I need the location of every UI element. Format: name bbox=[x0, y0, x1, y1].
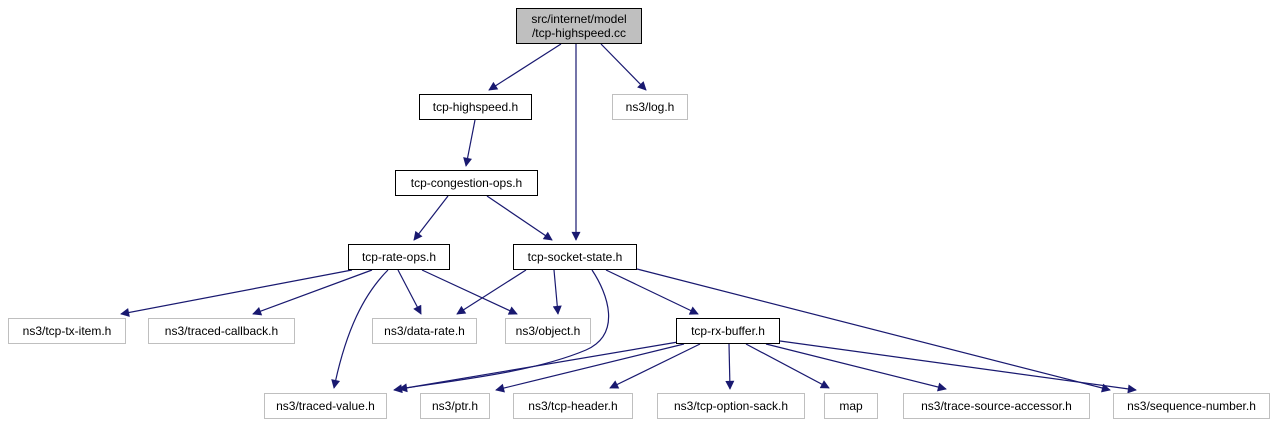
graph-node-map: map bbox=[824, 393, 878, 419]
edge-tcp-rx-buffer-h-to-ns3-tcp-option-sack-h bbox=[725, 343, 735, 390]
edge-tcp-rate-ops-h-to-ns3-data-rate-h bbox=[397, 269, 422, 315]
dependency-arrows bbox=[120, 43, 1137, 394]
graph-node-tcp-socket-state-h[interactable]: tcp-socket-state.h bbox=[513, 244, 637, 270]
edge-tcp-rate-ops-h-to-ns3-object-h bbox=[421, 269, 518, 315]
edge-tcp-rx-buffer-h-to-ns3-sequence-number-h bbox=[779, 340, 1137, 394]
graph-node-ns3-traced-callback-h: ns3/traced-callback.h bbox=[148, 318, 295, 344]
graph-node-tcp-rate-ops-h[interactable]: tcp-rate-ops.h bbox=[348, 244, 450, 270]
graph-node-ns3-ptr-h: ns3/ptr.h bbox=[420, 393, 490, 419]
graph-node-ns3-tcp-header-h: ns3/tcp-header.h bbox=[513, 393, 633, 419]
graph-node-src-tcp-highspeed-cc: src/internet/model /tcp-highspeed.cc bbox=[516, 8, 642, 44]
edge-tcp-rx-buffer-h-to-ns3-ptr-h bbox=[495, 343, 685, 393]
edge-tcp-socket-state-h-to-ns3-traced-value-h bbox=[398, 269, 610, 393]
edge-tcp-highspeed-h-to-tcp-congestion-ops-h bbox=[463, 119, 476, 167]
edge-tcp-socket-state-h-to-ns3-object-h bbox=[552, 269, 562, 315]
graph-node-ns3-trace-source-accessor-h: ns3/trace-source-accessor.h bbox=[903, 393, 1090, 419]
graph-node-ns3-log-h: ns3/log.h bbox=[612, 94, 688, 120]
edge-tcp-rate-ops-h-to-ns3-traced-value-h bbox=[331, 269, 389, 389]
graph-node-tcp-congestion-ops-h[interactable]: tcp-congestion-ops.h bbox=[395, 170, 538, 196]
graph-node-ns3-sequence-number-h: ns3/sequence-number.h bbox=[1113, 393, 1270, 419]
edge-tcp-socket-state-h-to-ns3-sequence-number-h bbox=[636, 268, 1111, 393]
edge-tcp-congestion-ops-h-to-tcp-socket-state-h bbox=[486, 195, 553, 241]
graph-node-ns3-traced-value-h: ns3/traced-value.h bbox=[264, 393, 387, 419]
edge-src-tcp-highspeed-cc-to-ns3-log-h bbox=[600, 43, 647, 91]
graph-node-tcp-rx-buffer-h[interactable]: tcp-rx-buffer.h bbox=[676, 318, 780, 344]
graph-node-ns3-tcp-tx-item-h: ns3/tcp-tx-item.h bbox=[8, 318, 126, 344]
edge-tcp-rx-buffer-h-to-ns3-trace-source-accessor-h bbox=[765, 343, 947, 392]
edge-tcp-rx-buffer-h-to-ns3-traced-value-h bbox=[393, 341, 679, 394]
edge-tcp-rate-ops-h-to-ns3-tcp-tx-item-h bbox=[120, 269, 353, 317]
edge-tcp-rate-ops-h-to-ns3-traced-callback-h bbox=[252, 269, 373, 316]
edge-src-tcp-highspeed-cc-to-tcp-highspeed-h bbox=[488, 43, 562, 91]
edge-tcp-congestion-ops-h-to-tcp-rate-ops-h bbox=[413, 195, 449, 241]
edge-tcp-socket-state-h-to-tcp-rx-buffer-h bbox=[605, 269, 699, 315]
graph-node-ns3-tcp-option-sack-h: ns3/tcp-option-sack.h bbox=[657, 393, 805, 419]
graph-node-tcp-highspeed-h[interactable]: tcp-highspeed.h bbox=[419, 94, 532, 120]
edge-tcp-rx-buffer-h-to-ns3-tcp-header-h bbox=[609, 343, 701, 389]
graph-node-ns3-data-rate-h: ns3/data-rate.h bbox=[372, 318, 477, 344]
graph-node-ns3-object-h: ns3/object.h bbox=[505, 318, 591, 344]
edge-tcp-socket-state-h-to-ns3-data-rate-h bbox=[456, 269, 527, 315]
edge-tcp-rx-buffer-h-to-map bbox=[745, 343, 830, 389]
